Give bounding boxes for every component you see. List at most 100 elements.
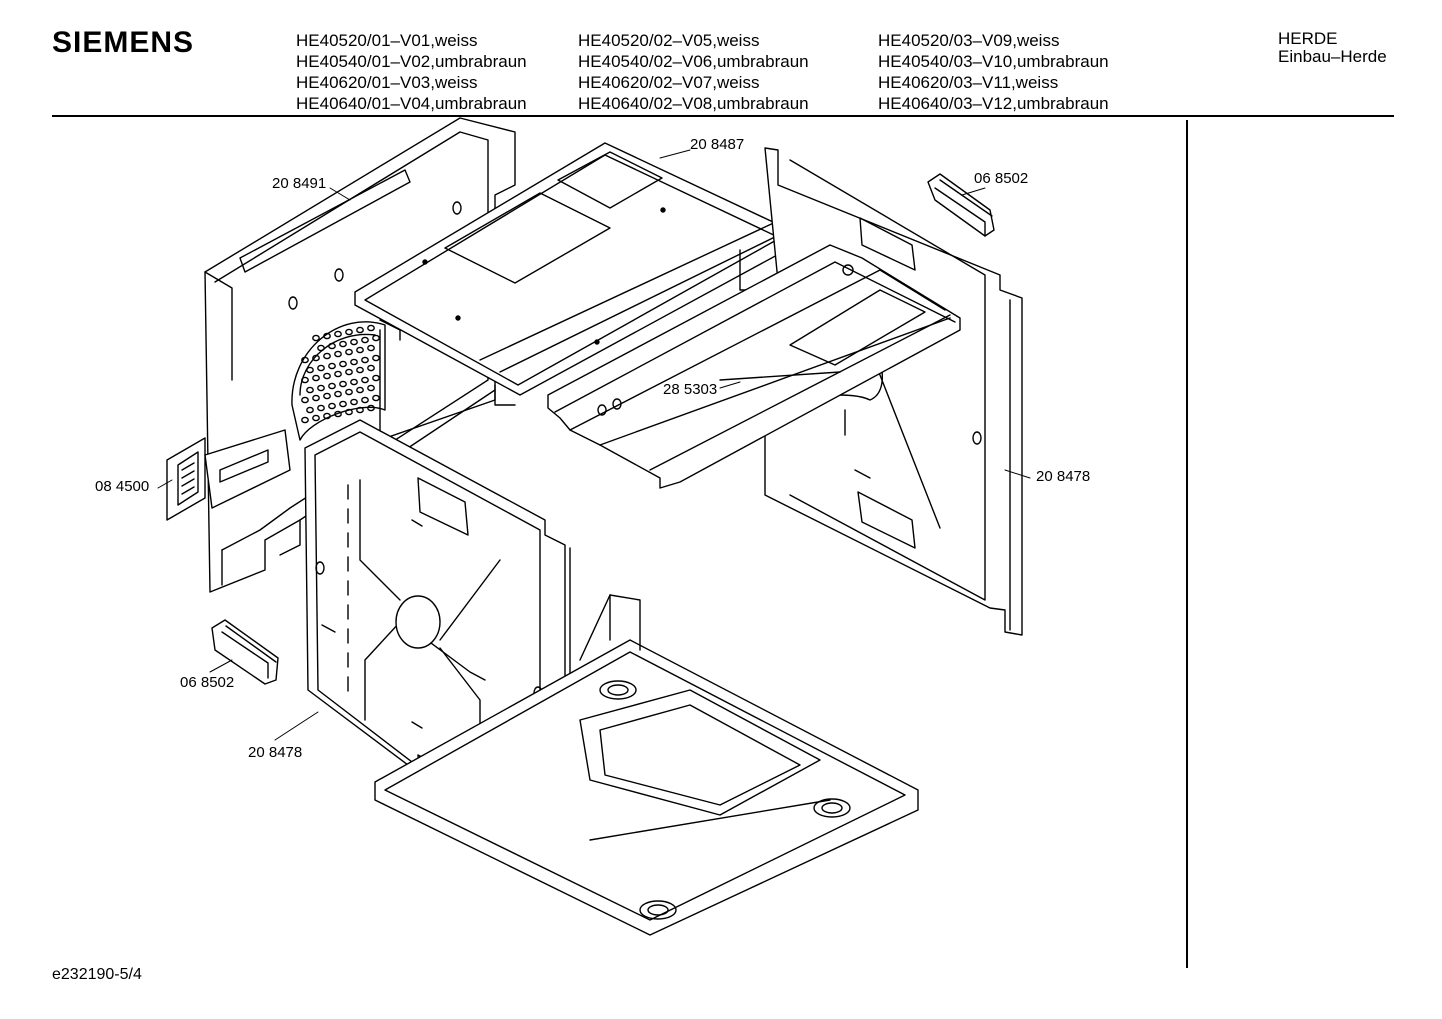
model-entry: HE40540/02–V06,umbrabraun <box>578 52 809 71</box>
grille-hole <box>306 406 314 414</box>
part-label-208478-right: 20 8478 <box>1036 468 1090 485</box>
grille-hole <box>367 324 375 332</box>
grille-hole <box>301 356 309 364</box>
grille-hole <box>306 366 314 374</box>
lamp-cover-left <box>211 619 279 685</box>
grille-hole <box>328 362 336 370</box>
part-label-208491: 20 8491 <box>272 175 326 192</box>
grille-hole <box>372 354 380 362</box>
grille-hole <box>339 360 347 368</box>
part-label-208478-left: 20 8478 <box>248 744 302 761</box>
part-label-208487: 20 8487 <box>690 136 744 153</box>
model-entry: HE40520/03–V09,weiss <box>878 31 1060 50</box>
model-column-1: HE40520/01–V01,weiss HE40540/01–V02,umbr… <box>296 30 527 114</box>
grille-hole <box>345 328 353 336</box>
grille-hole <box>356 386 364 394</box>
part-label-068502-left: 06 8502 <box>180 674 234 691</box>
header-divider <box>52 115 1394 117</box>
grille-hole <box>312 354 320 362</box>
grille-hole <box>328 382 336 390</box>
model-entry: HE40620/03–V11,weiss <box>878 73 1059 92</box>
grille-hole <box>350 358 358 366</box>
grille-hole <box>323 372 331 380</box>
model-entry: HE40540/01–V02,umbrabraun <box>296 52 527 71</box>
grille-hole <box>334 410 342 418</box>
model-column-2: HE40520/02–V05,weiss HE40540/02–V06,umbr… <box>578 30 809 114</box>
grille-hole <box>350 398 358 406</box>
grille-hole <box>356 326 364 334</box>
connector-block <box>166 429 291 521</box>
grille-hole <box>312 414 320 422</box>
grille-hole <box>356 366 364 374</box>
bottom-tray <box>374 594 919 936</box>
grille-hole <box>306 386 314 394</box>
grille-hole <box>312 334 320 342</box>
category-subtitle: Einbau–Herde <box>1278 47 1387 66</box>
grille-hole <box>356 346 364 354</box>
grille-hole <box>334 330 342 338</box>
grille-hole <box>350 378 358 386</box>
model-entry: HE40620/01–V03,weiss <box>296 73 478 92</box>
grille-hole <box>323 392 331 400</box>
grille-hole <box>339 400 347 408</box>
category-title: HERDE <box>1278 29 1338 48</box>
grille-hole <box>367 364 375 372</box>
grille-hole <box>361 336 369 344</box>
grille-hole <box>301 396 309 404</box>
leader-lines <box>157 149 1031 741</box>
brand-logo: SIEMENS <box>52 26 195 59</box>
grille-hole <box>323 412 331 420</box>
grille-hole <box>367 344 375 352</box>
grille-hole <box>334 370 342 378</box>
grille-hole <box>350 338 358 346</box>
grille-hole <box>301 416 309 424</box>
grille-hole <box>361 396 369 404</box>
drawing-id: e232190-5/4 <box>52 966 142 983</box>
grille-hole <box>334 350 342 358</box>
grille-hole <box>339 380 347 388</box>
side-divider <box>1186 120 1188 968</box>
top-cover <box>354 142 791 406</box>
grille-hole <box>328 342 336 350</box>
grille-hole <box>345 348 353 356</box>
shelf-rail <box>547 244 961 489</box>
grille-hole <box>312 374 320 382</box>
model-entry: HE40620/02–V07,weiss <box>578 73 760 92</box>
category-block: HERDE Einbau–Herde <box>1278 30 1387 66</box>
grille-hole <box>372 374 380 382</box>
grille-hole <box>361 376 369 384</box>
grille-hole <box>317 384 325 392</box>
grille-hole <box>323 352 331 360</box>
grille-hole <box>334 390 342 398</box>
grille-hole <box>372 334 380 342</box>
grille-hole <box>345 408 353 416</box>
model-column-3: HE40520/03–V09,weiss HE40540/03–V10,umbr… <box>878 30 1109 114</box>
model-entry: HE40640/01–V04,umbrabraun <box>296 94 527 113</box>
model-entry: HE40540/03–V10,umbrabraun <box>878 52 1109 71</box>
grille-hole <box>361 356 369 364</box>
grille-hole <box>356 406 364 414</box>
model-entry: HE40520/01–V01,weiss <box>296 31 478 50</box>
grille-hole <box>312 394 320 402</box>
grille-hole <box>339 340 347 348</box>
grille-hole <box>317 404 325 412</box>
grille-hole <box>328 402 336 410</box>
model-entry: HE40520/02–V05,weiss <box>578 31 760 50</box>
part-label-084500: 08 4500 <box>95 478 149 495</box>
grille-hole <box>317 344 325 352</box>
grille-hole <box>367 384 375 392</box>
part-label-285303: 28 5303 <box>663 381 717 398</box>
part-label-068502-top: 06 8502 <box>974 170 1028 187</box>
grille-hole <box>301 376 309 384</box>
grille-hole <box>323 332 331 340</box>
model-entry: HE40640/02–V08,umbrabraun <box>578 94 809 113</box>
lamp-cover-top <box>927 173 995 237</box>
grille-hole <box>367 404 375 412</box>
grille-hole <box>345 388 353 396</box>
grille-hole <box>345 368 353 376</box>
grille-hole <box>317 364 325 372</box>
grille-hole <box>372 394 380 402</box>
fan-grille <box>291 321 386 441</box>
model-entry: HE40640/03–V12,umbrabraun <box>878 94 1109 113</box>
